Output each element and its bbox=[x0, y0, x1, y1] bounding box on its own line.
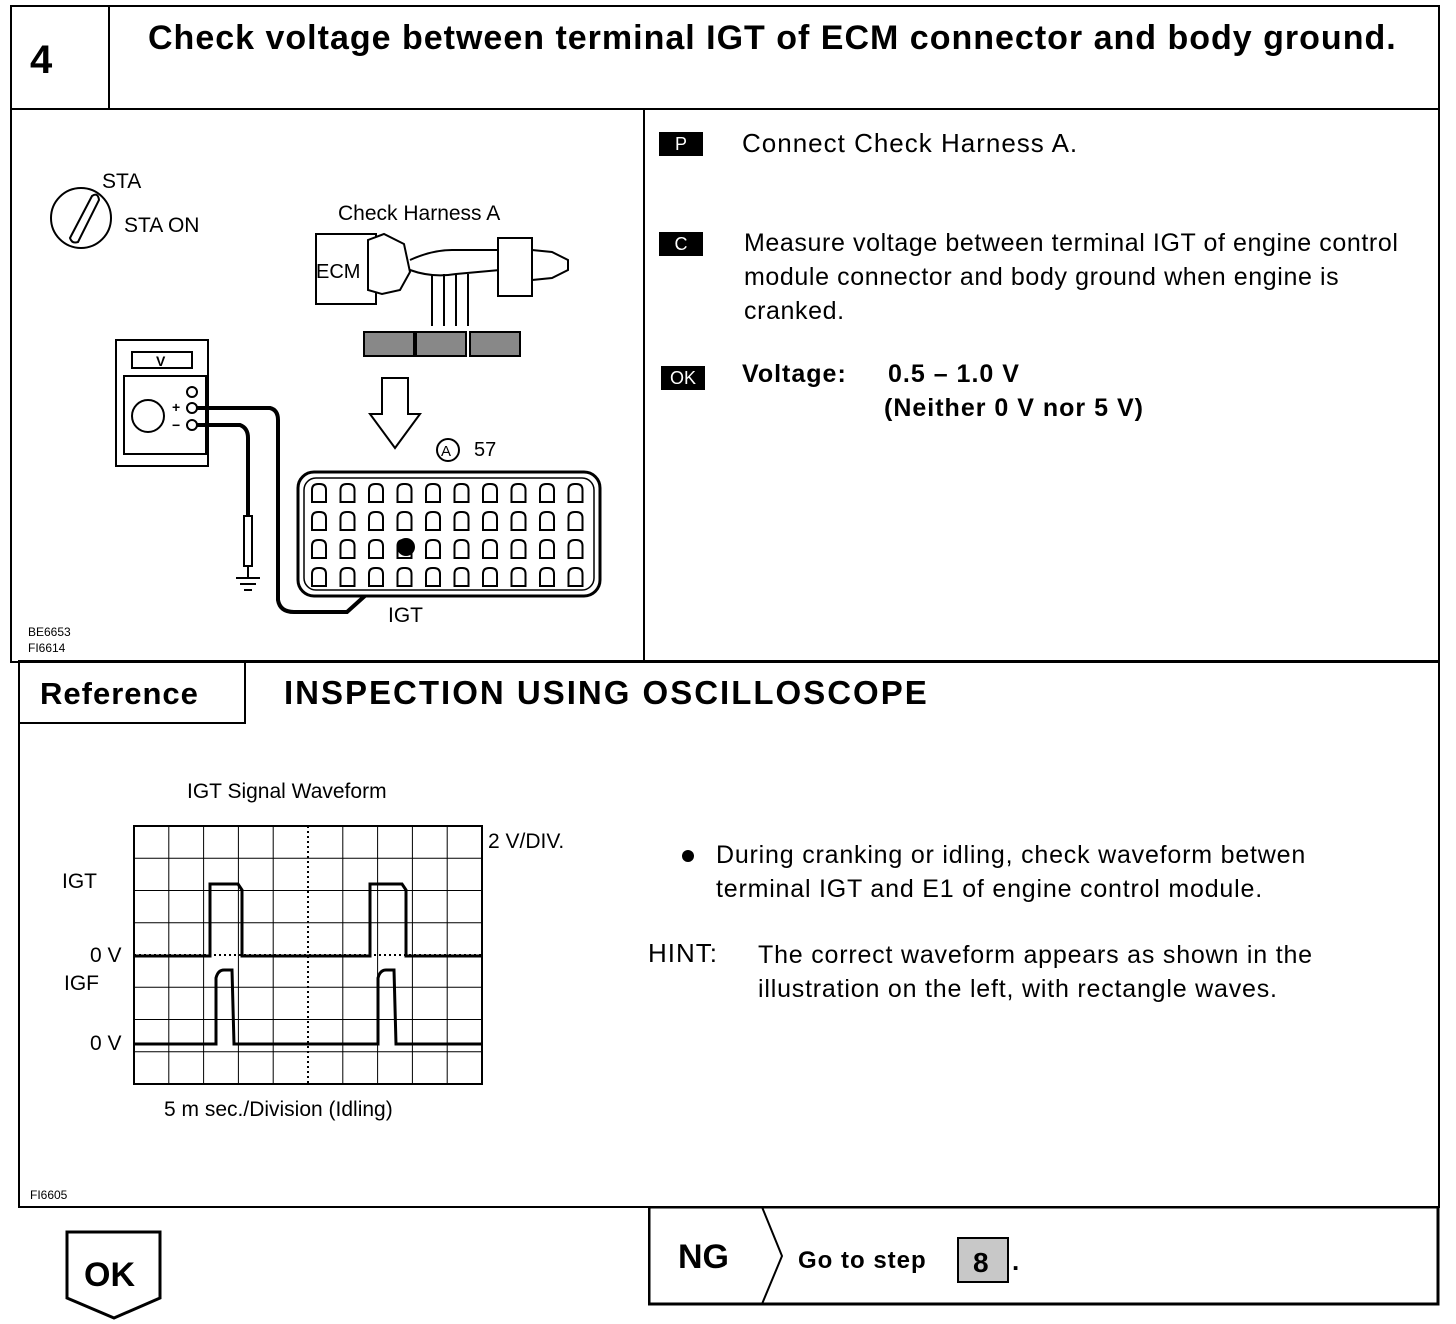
time-base-label: 5 m sec./Division (Idling) bbox=[164, 1098, 393, 1121]
bullet-text: During cranking or idling, check wavefor… bbox=[716, 841, 1307, 903]
connector-pin bbox=[482, 539, 498, 559]
connector-pin bbox=[311, 511, 327, 531]
scale-label: 2 V/DIV. bbox=[488, 830, 564, 853]
igt-trace-label: IGT bbox=[62, 870, 97, 893]
connector-pin bbox=[311, 483, 327, 503]
p-text: Connect Check Harness A. bbox=[742, 128, 1079, 158]
connector-number: 57 bbox=[474, 439, 496, 461]
harness-label: Check Harness A bbox=[338, 202, 500, 225]
connector-pin bbox=[539, 511, 555, 531]
oscilloscope-waveform: IGT Signal Waveform 2 V/DIV. IGT 0 V IGF… bbox=[62, 780, 564, 1121]
top-panel bbox=[10, 108, 1440, 663]
connector-pin bbox=[311, 539, 327, 559]
step-number-divider bbox=[108, 5, 110, 110]
connector-pin bbox=[482, 567, 498, 587]
panel-divider bbox=[643, 108, 645, 663]
igf-waveform bbox=[134, 968, 482, 1046]
figure-code-2: FI6614 bbox=[28, 641, 66, 655]
meter-minus: − bbox=[172, 417, 180, 433]
reference-title: INSPECTION USING OSCILLOSCOPE bbox=[284, 674, 929, 711]
reference-figure-code: FI6605 bbox=[30, 1188, 68, 1202]
goto-period: . bbox=[1012, 1246, 1019, 1276]
c-text: Measure voltage between terminal IGT of … bbox=[744, 229, 1399, 325]
goto-step-number: 8 bbox=[973, 1247, 989, 1278]
ecm-label: ECM bbox=[316, 261, 360, 283]
ignition-switch-icon bbox=[50, 187, 112, 249]
connector-pin bbox=[510, 483, 527, 503]
connector-pin bbox=[368, 483, 384, 503]
ng-label: NG bbox=[678, 1238, 729, 1276]
connector-pin bbox=[453, 539, 470, 559]
ok-result-label: OK bbox=[84, 1256, 135, 1294]
ok-tag: OK bbox=[661, 366, 705, 390]
p-tag: P bbox=[659, 132, 703, 156]
igt-waveform bbox=[134, 882, 482, 958]
connector-pin bbox=[482, 511, 498, 531]
connector-pin bbox=[453, 511, 470, 531]
zero-v-label-1: 0 V bbox=[90, 944, 122, 967]
voltmeter-icon bbox=[115, 339, 209, 467]
connector-pin bbox=[567, 511, 584, 531]
connector-pin bbox=[368, 567, 384, 587]
connector-pin bbox=[339, 539, 356, 559]
connector-pin bbox=[510, 567, 527, 587]
step-title: Check voltage between terminal IGT of EC… bbox=[148, 19, 1397, 57]
connector-pin bbox=[425, 511, 441, 531]
igt-label: IGT bbox=[388, 604, 423, 627]
meter-plus: + bbox=[172, 399, 180, 415]
connector-pin bbox=[510, 511, 527, 531]
connector-pin bbox=[539, 483, 555, 503]
connector-pin bbox=[368, 511, 384, 531]
ok-result-box: OK bbox=[65, 1230, 162, 1320]
connector-pin bbox=[339, 483, 356, 503]
meter-v-label: V bbox=[156, 353, 166, 369]
bullet-dot bbox=[682, 850, 694, 862]
sta-label: STA bbox=[102, 170, 141, 193]
connector-pin bbox=[339, 511, 356, 531]
connector-pin bbox=[567, 567, 584, 587]
connector-pin bbox=[482, 483, 498, 503]
igf-trace-label: IGF bbox=[64, 972, 99, 995]
c-tag: C bbox=[659, 232, 703, 256]
goto-step-box bbox=[957, 1237, 1009, 1283]
ng-result-box: NG Go to step 8 . bbox=[648, 1206, 1440, 1306]
connector-pin bbox=[567, 539, 584, 559]
connector-a-circle bbox=[436, 438, 460, 462]
connector-pin bbox=[396, 511, 413, 531]
figure-code-1: BE6653 bbox=[28, 625, 71, 639]
connector-pin bbox=[567, 483, 584, 503]
hint-text: The correct waveform appears as shown in… bbox=[758, 941, 1313, 1003]
connector-pin bbox=[396, 483, 413, 503]
hint-label: HINT: bbox=[648, 938, 718, 968]
goto-text: Go to step bbox=[798, 1247, 927, 1274]
igt-pin-marker bbox=[397, 538, 415, 556]
reference-label-box bbox=[18, 660, 246, 724]
connector-pin bbox=[396, 567, 413, 587]
connector-pin bbox=[453, 567, 470, 587]
sta-on-label: STA ON bbox=[124, 214, 199, 237]
connector-pin bbox=[339, 567, 356, 587]
connector-pin bbox=[510, 539, 527, 559]
harness-diagram: STA STA ON Check Harness A ECM V + − A 5… bbox=[28, 170, 602, 655]
connector-pin bbox=[425, 483, 441, 503]
down-arrow-icon bbox=[368, 377, 422, 450]
step-number: 4 bbox=[30, 38, 53, 82]
voltage-value: 0.5 – 1.0 V bbox=[888, 360, 1020, 388]
waveform-title: IGT Signal Waveform bbox=[187, 780, 387, 803]
connector-pin bbox=[539, 567, 555, 587]
voltage-label: Voltage: bbox=[742, 360, 847, 388]
connector-a-letter: A bbox=[441, 443, 451, 460]
check-harness-icon bbox=[315, 232, 569, 357]
connector-pin bbox=[311, 567, 327, 587]
zero-v-label-2: 0 V bbox=[90, 1032, 122, 1055]
connector-pin bbox=[453, 483, 470, 503]
voltage-note: (Neither 0 V nor 5 V) bbox=[884, 394, 1144, 422]
connector-pin bbox=[425, 567, 441, 587]
connector-pin bbox=[539, 539, 555, 559]
connector-pin bbox=[425, 539, 441, 559]
connector-pin bbox=[368, 539, 384, 559]
reference-label: Reference bbox=[40, 676, 199, 711]
